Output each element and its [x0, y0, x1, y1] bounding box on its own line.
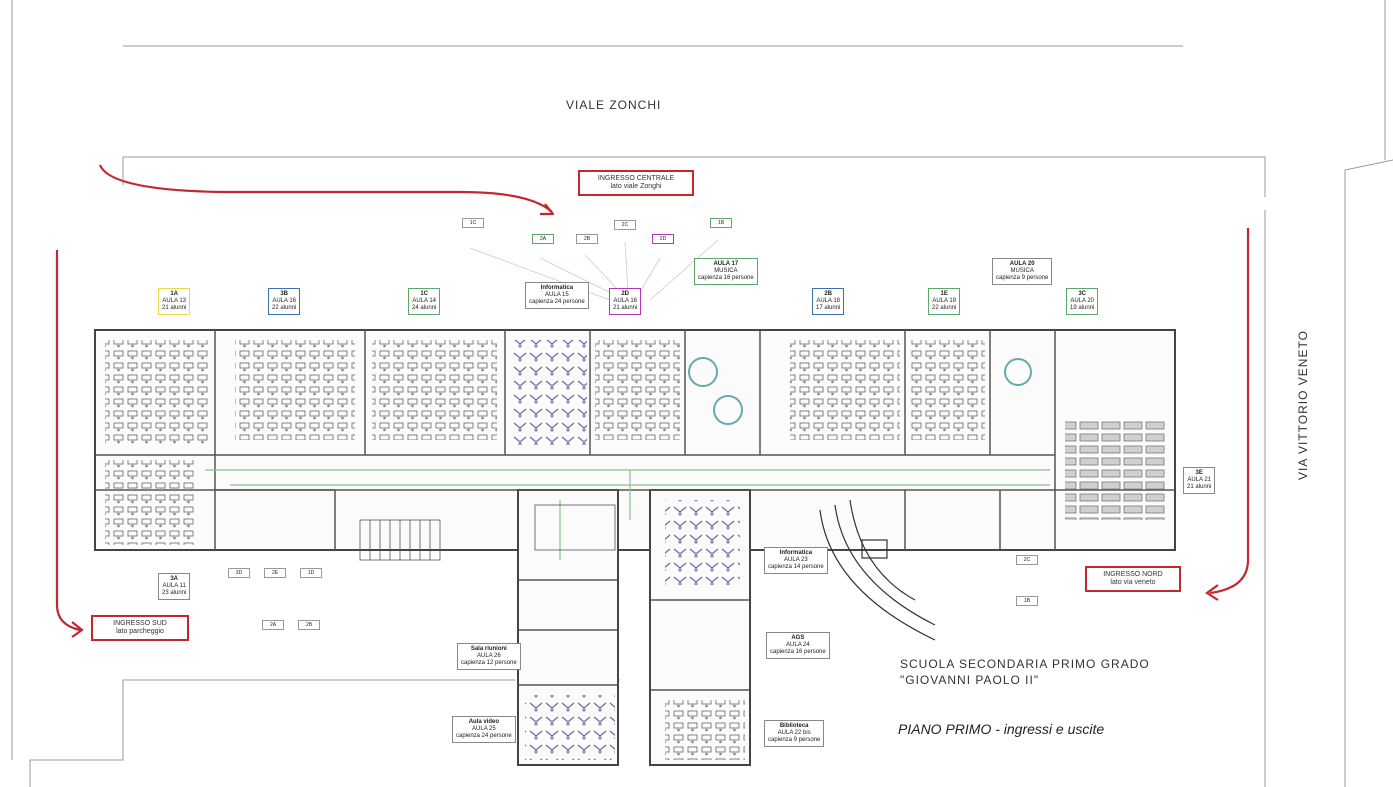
exit-south: INGRESSO SUD lato parcheggio: [91, 615, 189, 641]
property-lines: [11, 0, 1393, 787]
small-tag: 1B: [1016, 596, 1038, 606]
exit-central: INGRESSO CENTRALE lato viale Zonghi: [578, 170, 694, 196]
small-tag: 2B: [298, 620, 320, 630]
staircase: [359, 504, 616, 561]
floor-title: PIANO PRIMO - ingressi e uscite: [898, 721, 1105, 737]
school-name-line1: SCUOLA SECONDARIA PRIMO GRADO: [900, 657, 1150, 671]
exit-south-subtitle: lato parcheggio: [116, 628, 164, 635]
school-name-line2: "GIOVANNI PAOLO II": [900, 673, 1040, 687]
small-tag: 1C: [462, 218, 484, 228]
leader-lines: [469, 239, 719, 301]
small-tag: 2D: [652, 234, 674, 244]
curved-ramp: [819, 499, 936, 641]
room-walls: [95, 330, 1175, 691]
exit-central-title: INGRESSO CENTRALE: [597, 175, 675, 182]
exit-central-subtitle: lato viale Zonghi: [610, 183, 662, 190]
small-tag: 2E: [264, 568, 286, 578]
small-tag: 2C: [1016, 555, 1038, 565]
small-tag: 1D: [300, 568, 322, 578]
street-right-label: VIA VITTORIO VENETO: [1296, 330, 1310, 480]
small-tag: 2C: [614, 220, 636, 230]
small-tag: 1B: [710, 218, 732, 228]
music-stands: [688, 357, 1032, 425]
small-tag: 3D: [228, 568, 250, 578]
furniture: [105, 340, 1165, 760]
small-tag: 2B: [576, 234, 598, 244]
exit-north-title: INGRESSO NORD: [1103, 571, 1163, 578]
small-tag: 2A: [262, 620, 284, 630]
exit-north: INGRESSO NORD lato via veneto: [1085, 566, 1181, 592]
exit-south-title: INGRESSO SUD: [113, 620, 167, 627]
exit-arrows: [55, 164, 1250, 638]
street-top-label: VIALE ZONCHI: [566, 98, 662, 112]
exit-north-subtitle: lato via veneto: [1110, 579, 1156, 586]
small-tag: 2A: [532, 234, 554, 244]
school-name: SCUOLA SECONDARIA PRIMO GRADO "GIOVANNI …: [900, 656, 1150, 688]
